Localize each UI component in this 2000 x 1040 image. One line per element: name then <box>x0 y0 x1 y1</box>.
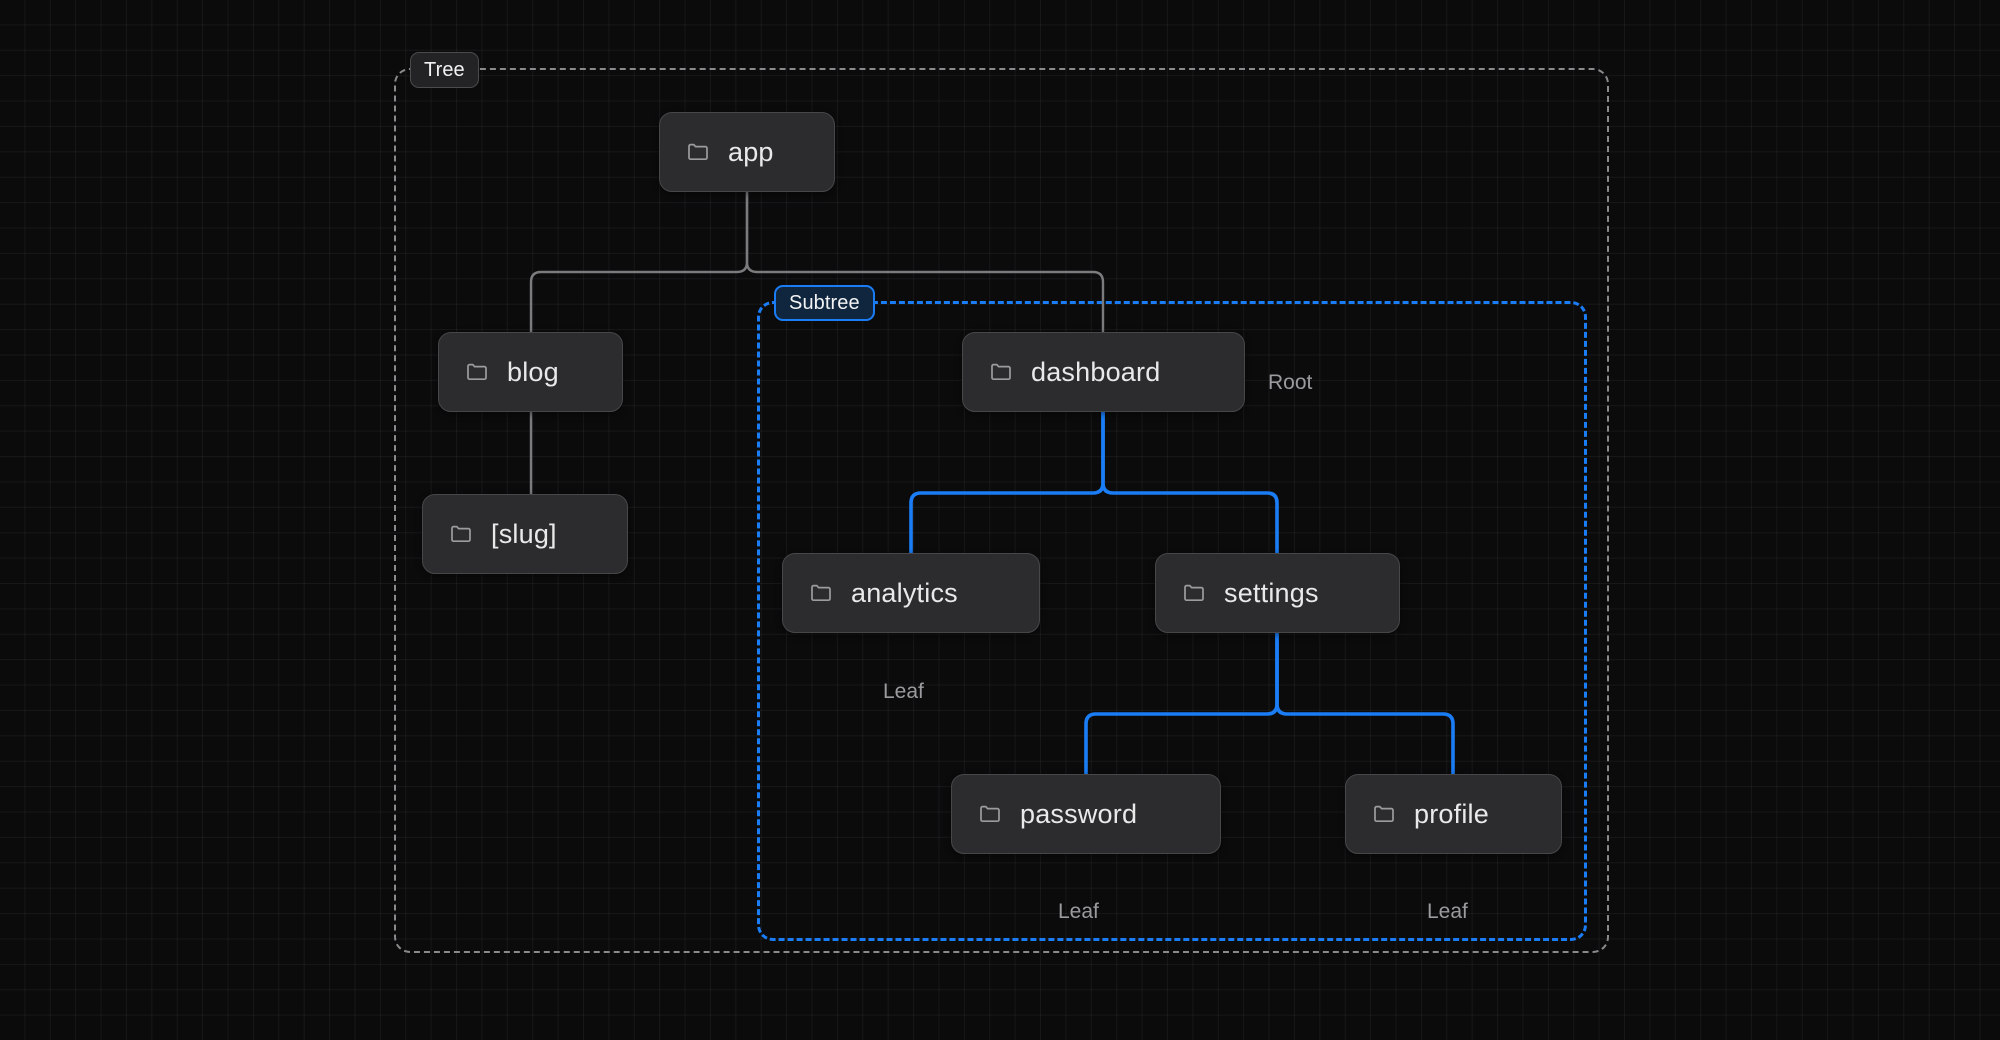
node-profile[interactable]: profile <box>1345 774 1562 854</box>
node-password[interactable]: password <box>951 774 1221 854</box>
node-label: profile <box>1414 798 1489 829</box>
folder-icon <box>688 143 708 161</box>
node-label: password <box>1020 798 1138 829</box>
folder-icon <box>467 363 487 381</box>
node-app[interactable]: app <box>659 112 835 192</box>
node-label: settings <box>1224 577 1319 608</box>
node-meta-password: Leaf <box>1058 900 1099 923</box>
folder-icon <box>991 363 1011 381</box>
node-label: dashboard <box>1031 356 1161 387</box>
node-slug[interactable]: [slug] <box>422 494 628 574</box>
node-meta-profile: Leaf <box>1427 900 1468 923</box>
group-tree-badge: Tree <box>410 52 479 88</box>
folder-icon <box>1184 584 1204 602</box>
folder-icon <box>1374 805 1394 823</box>
node-settings[interactable]: settings <box>1155 553 1400 633</box>
node-label: app <box>728 136 774 167</box>
node-meta-analytics: Leaf <box>883 680 924 703</box>
group-tree[interactable]: Tree <box>394 52 1609 953</box>
folder-icon <box>811 584 831 602</box>
node-meta-dashboard: Root <box>1268 371 1313 394</box>
group-subtree-badge: Subtree <box>774 285 875 321</box>
node-analytics[interactable]: analytics <box>782 553 1040 633</box>
node-dashboard[interactable]: dashboard <box>962 332 1245 412</box>
folder-icon <box>451 525 471 543</box>
node-label: analytics <box>851 577 958 608</box>
node-label: blog <box>507 356 559 387</box>
node-blog[interactable]: blog <box>438 332 623 412</box>
node-label: [slug] <box>491 518 557 549</box>
folder-icon <box>980 805 1000 823</box>
